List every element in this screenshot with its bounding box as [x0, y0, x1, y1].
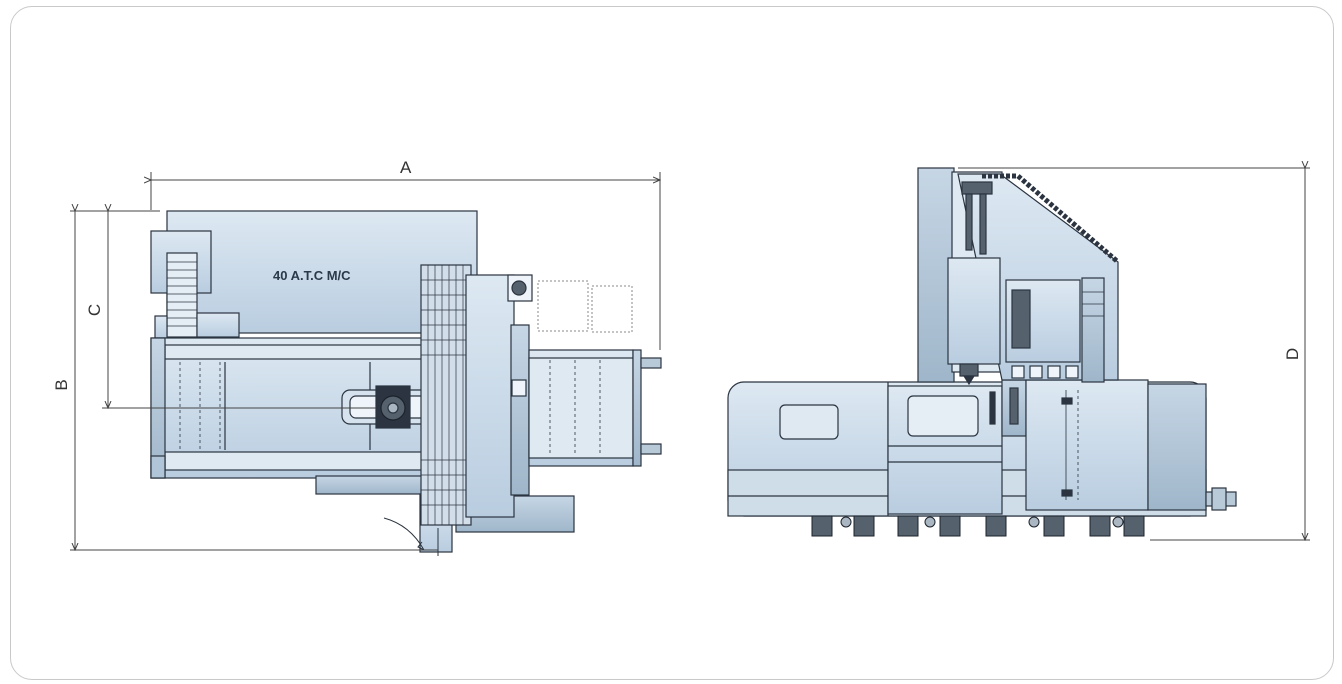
spindle-headstock [947, 257, 1001, 365]
dimension-c: C [85, 304, 104, 316]
front-view [727, 167, 1237, 537]
column-grid [420, 264, 472, 526]
top-dimensions [70, 172, 660, 550]
dimension-a: A [400, 158, 412, 177]
leveling-feet [811, 515, 1145, 537]
tool-change-area [537, 280, 589, 332]
door-swing-arc [383, 517, 425, 551]
top-view [150, 210, 662, 556]
dimension-d: D [1283, 348, 1302, 360]
dimension-b: B [52, 379, 71, 390]
main-column [465, 274, 515, 518]
magazine-label: 40 A.T.C M/C [273, 268, 351, 283]
side-panel [1025, 379, 1149, 511]
front-dimensions [958, 168, 1310, 540]
